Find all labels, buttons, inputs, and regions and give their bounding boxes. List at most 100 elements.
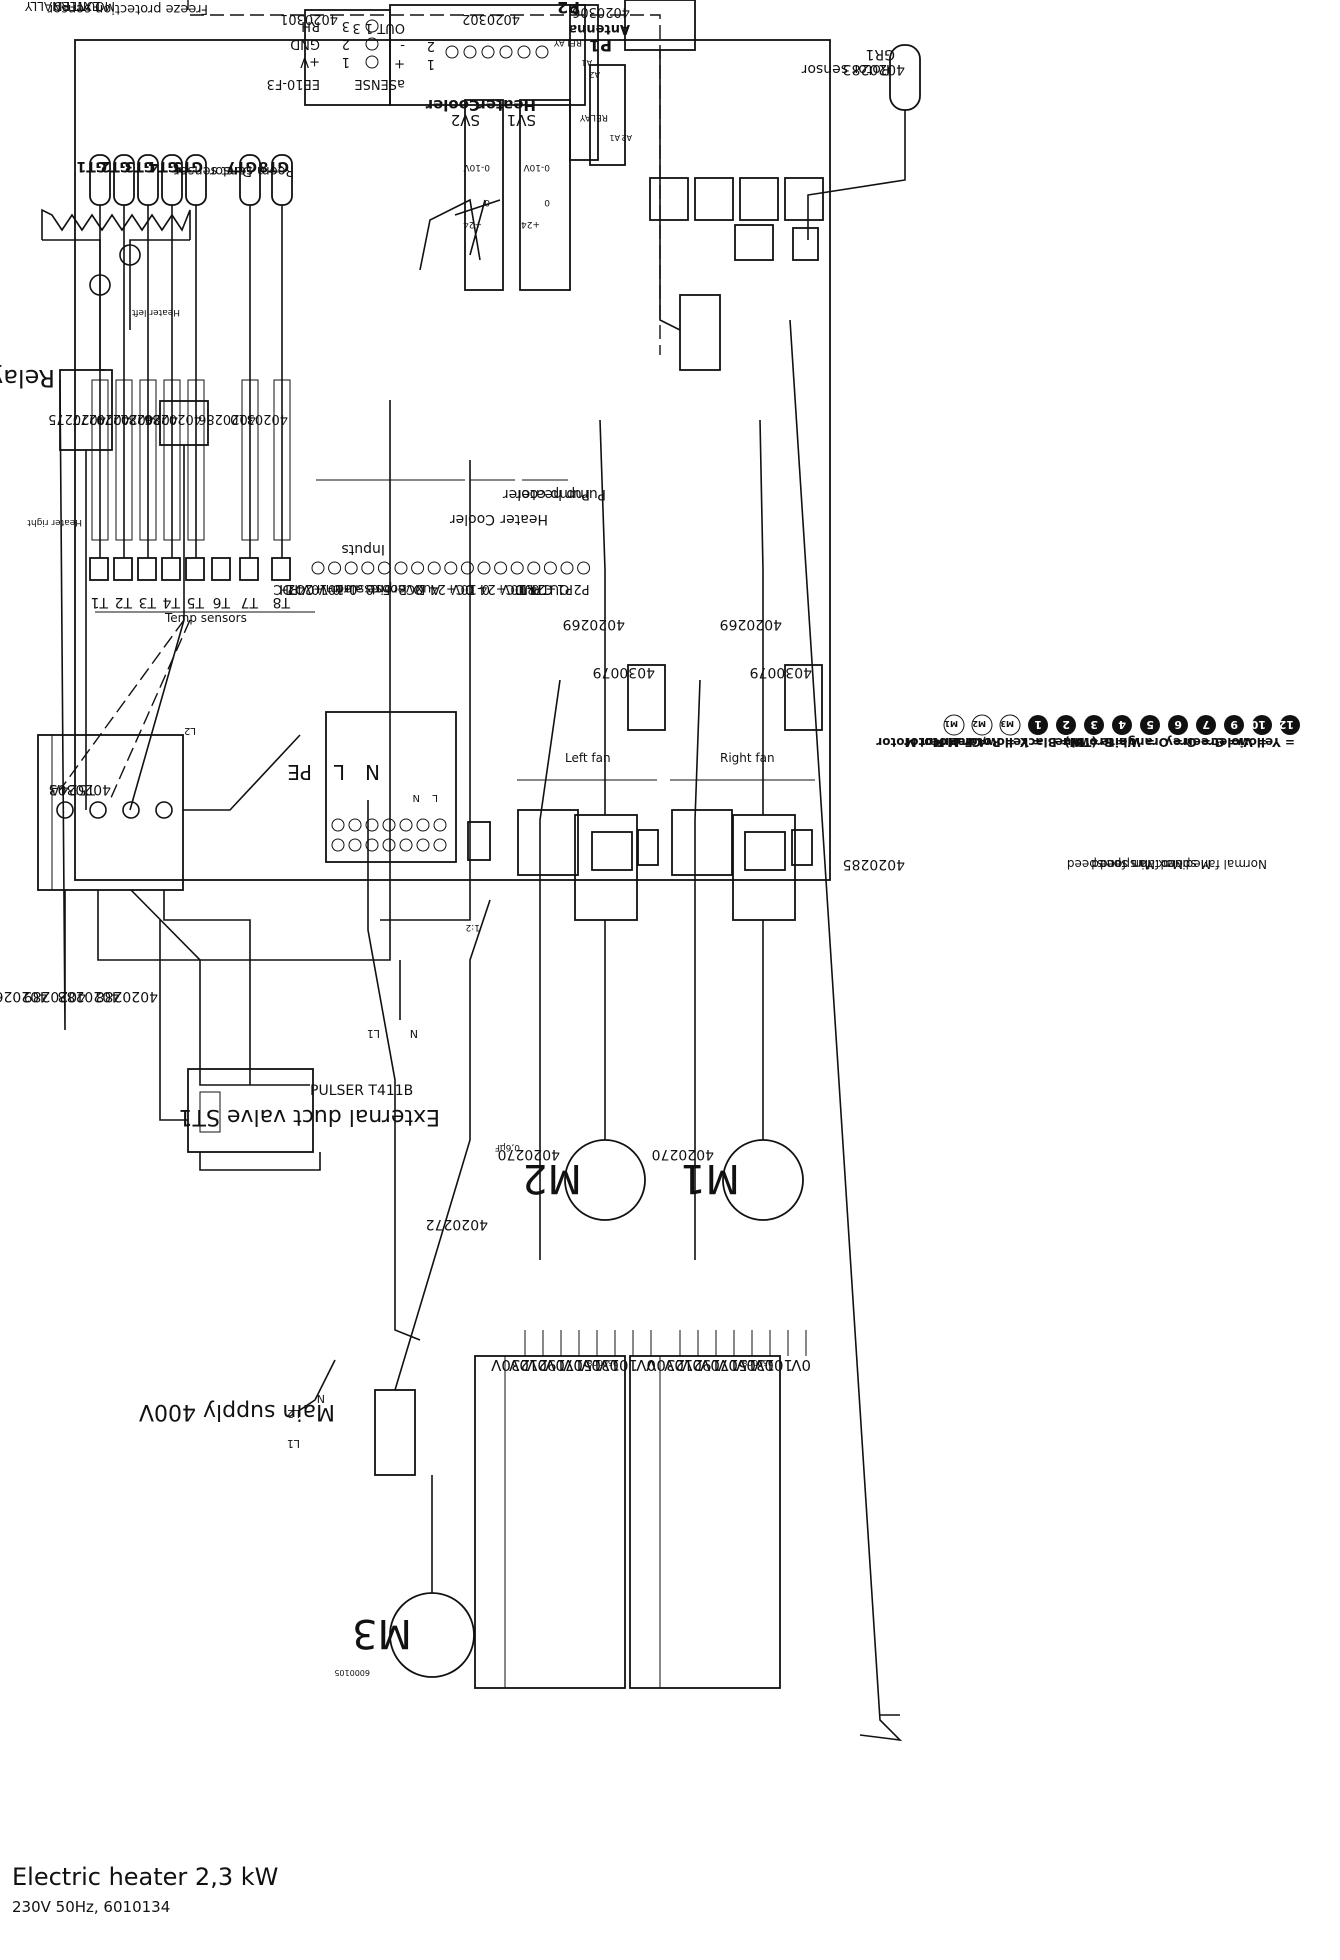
heater-wire-a (42, 239, 105, 371)
io-terminal-screw (460, 561, 474, 575)
sv1-body (519, 99, 571, 291)
m2-sensor (627, 664, 666, 731)
p1-a2: A2 (621, 133, 632, 142)
terminal-screw-l (122, 801, 140, 819)
sv2-c: 0-10V (463, 162, 490, 172)
trafo-tap-label: 190V (526, 1356, 566, 1374)
legend-marker (1196, 715, 1216, 735)
card-l1-label: L1 (367, 1027, 380, 1040)
p2-name: P2 (557, 0, 580, 17)
legend-text: = Blue (1055, 735, 1099, 749)
power-terminal-screw (399, 838, 413, 852)
rotor-sensor: Rotor sensor GR1 4020283 (801, 44, 921, 240)
m2-connector (574, 814, 638, 921)
trafo-tap-label: 0V (635, 1356, 656, 1374)
duct-valve-title: External duct valve ST1 (179, 1104, 440, 1129)
heater-spec: 230V 50Hz, 6010134 (12, 1898, 170, 1916)
fan-motor-m1: M1 4020269 4030079 (680, 419, 823, 1221)
trafo-tap-label: 100V (753, 1356, 793, 1374)
rotor-sensor-cable (807, 110, 906, 240)
io-terminal-screw (477, 561, 491, 575)
legend-marker (1224, 715, 1244, 735)
legend-number: 5 (1146, 718, 1154, 731)
thermostat-2 (119, 244, 141, 266)
heater-left-screen (59, 619, 185, 791)
fan-left-harness (539, 679, 561, 1260)
relay-part: 4020303 (49, 781, 111, 797)
gt-probe-tag: GT8 (258, 158, 289, 174)
trafo-tap-label: 170V (699, 1356, 739, 1374)
sv2-body (464, 99, 504, 291)
temp-sensors-label: Temp sensors (164, 611, 247, 625)
gt-probe-code: 4020310 (230, 411, 288, 426)
trafo-tap-label: 230V (490, 1356, 530, 1374)
legend-text: = Grey (1165, 735, 1211, 749)
legend-extra: Medium fan speed (1100, 857, 1211, 871)
gt-probe-code: 4020281 (120, 411, 178, 426)
asense-terminal (481, 45, 495, 59)
freeze-label: Freeze protection sensor (47, 1, 208, 16)
terminal-screw-pe (56, 801, 74, 819)
legend-number: 6 (1174, 718, 1182, 731)
terminal-l2-label: L2 (184, 725, 196, 736)
power-terminal-screw (365, 838, 379, 852)
antenna-name: Antenna (568, 21, 630, 36)
gt-probe-tag-box (89, 154, 111, 206)
valve-connector (374, 1389, 416, 1476)
io-terminal-label: 0-10V CO2 (287, 581, 357, 596)
power-terminal-screw (433, 818, 447, 832)
m2-label: M2 (522, 1155, 582, 1201)
asense-terminal (517, 45, 531, 59)
trafo-left-code: 9500087 (582, 1358, 618, 1367)
trafo-tap-label: 210V (663, 1356, 703, 1374)
legend-extra: Max. fan speed (1091, 857, 1183, 871)
temp-terminal-label: T6 (212, 594, 231, 610)
legend-number: M1 (944, 719, 958, 728)
gt-probe-sleeve (91, 379, 109, 541)
legend-number: 9 (1230, 718, 1238, 731)
legend-marker (971, 714, 993, 736)
ee10-n2: 2 (342, 36, 350, 51)
valve-cap: 0,6µF (495, 1142, 520, 1152)
io-terminal-screw (411, 561, 425, 575)
supply-l1-label: L1 (287, 1437, 300, 1450)
p1-relay: RELAY A1 A2 P1 (579, 36, 632, 166)
io-terminal-label: 0-10V (501, 581, 540, 596)
io-terminal-screw (344, 561, 358, 575)
asense-body (389, 4, 586, 106)
rotor-socket-1 (734, 224, 774, 261)
legend-text: = White (TW) (1064, 735, 1155, 749)
legend-text: = Brown (1070, 735, 1127, 749)
legend-text: = Yellow (1237, 735, 1295, 749)
ee10-term-3 (365, 19, 379, 33)
supply-l2-lead (299, 1359, 336, 1411)
ee10-r3: RH (301, 18, 320, 33)
io-terminal-screw (328, 561, 342, 575)
temp-terminal-box (271, 557, 291, 581)
io-terminal-label: Fire alarm (326, 581, 391, 596)
io-terminal-label: Aux (415, 581, 440, 596)
io-terminal-label: 0 (515, 581, 523, 596)
power-terminal-screw (433, 838, 447, 852)
power-terminal-screw (348, 838, 362, 852)
p1-name: P1 (589, 36, 612, 55)
sv2-name: SV2 (451, 111, 480, 129)
m1-sensor-code: 4030079 (750, 664, 812, 680)
terminal-block-body (37, 734, 184, 891)
trafo-tap-label: 100V (598, 1356, 638, 1374)
left-fan-sense (637, 829, 659, 866)
m1-connector (732, 814, 796, 921)
term-n-small: N (413, 792, 420, 803)
legend-marker (943, 714, 965, 736)
gt-probe-sleeve (115, 379, 133, 541)
io-terminal-screw (377, 561, 391, 575)
legend-text: = Fan Motor (904, 735, 987, 749)
asense-terminal (463, 45, 477, 59)
trafo-tap-label: 190V (681, 1356, 721, 1374)
p2-relay-label: RELAY (553, 37, 582, 47)
